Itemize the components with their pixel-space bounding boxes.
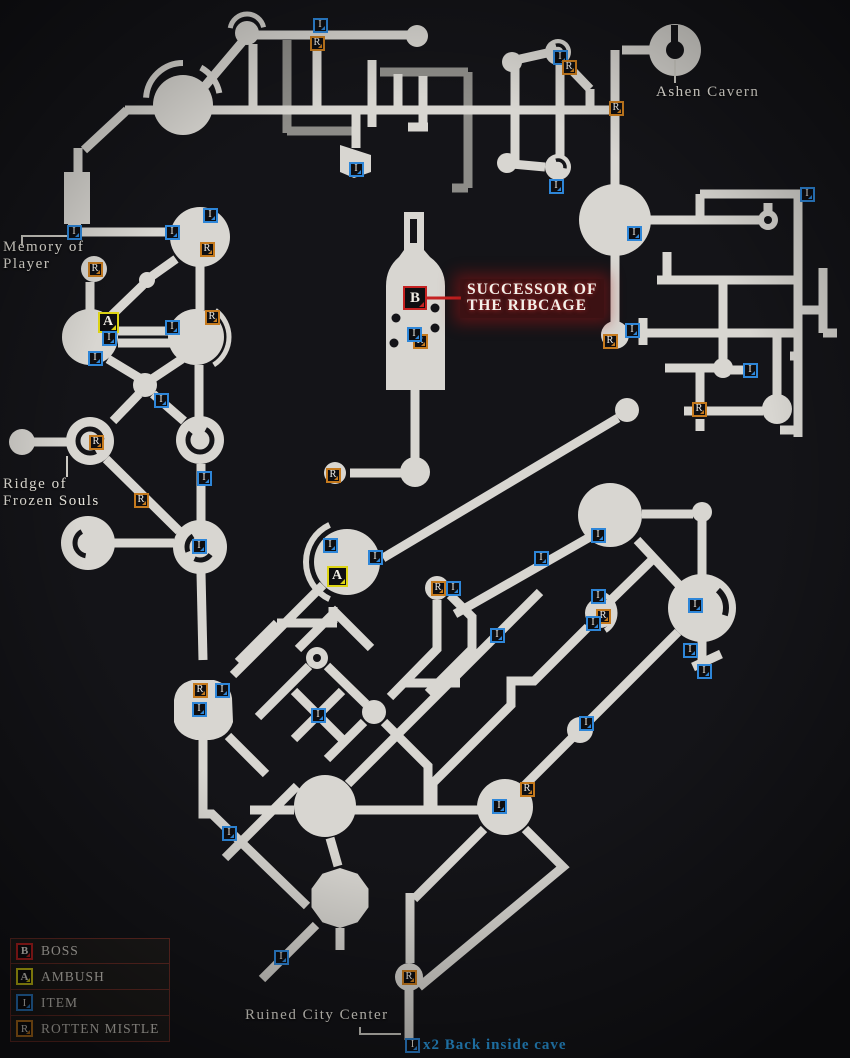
item-marker: I bbox=[322, 537, 338, 553]
item-marker: I bbox=[87, 350, 103, 366]
rotten-mistle-marker: R bbox=[133, 492, 149, 508]
rotten-mistle-marker: R bbox=[519, 781, 535, 797]
legend-label: ROTTEN MISTLE bbox=[41, 1020, 160, 1036]
item-marker: I bbox=[221, 825, 237, 841]
item-marker: I bbox=[696, 663, 712, 679]
item-marker: I bbox=[624, 322, 640, 338]
item-marker: I bbox=[682, 642, 698, 658]
item-marker: I bbox=[164, 319, 180, 335]
map-label-ruined-city-center: Ruined City Center bbox=[245, 1007, 389, 1023]
map-corridors bbox=[34, 30, 837, 1040]
legend-i-icon: I bbox=[16, 994, 33, 1011]
item-marker: I bbox=[489, 627, 505, 643]
rotten-mistle-marker: R bbox=[309, 35, 325, 51]
item-marker: I bbox=[687, 597, 703, 613]
legend-row-ambush: A AMBUSH bbox=[10, 964, 171, 990]
item-marker: I bbox=[153, 392, 169, 408]
ambush-marker: A bbox=[326, 565, 348, 587]
rotten-mistle-marker: R bbox=[602, 333, 618, 349]
item-marker: I bbox=[445, 580, 461, 596]
map-note-text: x2 Back inside cave bbox=[423, 1037, 567, 1053]
rotten-mistle-marker: R bbox=[401, 969, 417, 985]
rotten-mistle-marker: R bbox=[325, 467, 341, 483]
legend-row-boss: B BOSS bbox=[10, 938, 171, 964]
rotten-mistle-marker: R bbox=[691, 401, 707, 417]
item-marker: I bbox=[191, 701, 207, 717]
boss-marker: B bbox=[403, 286, 427, 310]
item-marker: I bbox=[66, 224, 82, 240]
map-legend: B BOSS A AMBUSH I ITEM R ROTTEN MISTLE bbox=[10, 938, 171, 1042]
item-icon: I bbox=[405, 1038, 420, 1053]
item-marker: I bbox=[101, 330, 117, 346]
item-marker: I bbox=[590, 527, 606, 543]
legend-label: ITEM bbox=[41, 994, 78, 1010]
item-marker: I bbox=[312, 17, 328, 33]
boss-callout: SUCCESSOR OF THE RIBCAGE bbox=[460, 279, 605, 318]
map-label-ashen-cavern: Ashen Cavern bbox=[656, 84, 760, 100]
item-marker: I bbox=[406, 326, 422, 342]
item-marker: I bbox=[578, 715, 594, 731]
item-marker: I bbox=[202, 207, 218, 223]
item-marker: I bbox=[548, 178, 564, 194]
rotten-mistle-marker: R bbox=[192, 682, 208, 698]
item-marker: I bbox=[273, 949, 289, 965]
map-label-memory-of-player: Memory of Player bbox=[3, 239, 85, 272]
legend-row-rotten-mistle: R ROTTEN MISTLE bbox=[10, 1016, 171, 1042]
map-rooms bbox=[9, 21, 792, 991]
rotten-mistle-marker: R bbox=[199, 241, 215, 257]
rotten-mistle-marker: R bbox=[561, 59, 577, 75]
item-marker: I bbox=[590, 588, 606, 604]
rotten-mistle-marker: R bbox=[430, 580, 446, 596]
legend-row-item: I ITEM bbox=[10, 990, 171, 1016]
legend-b-icon: B bbox=[16, 942, 33, 960]
rotten-mistle-marker: R bbox=[608, 100, 624, 116]
item-marker: I bbox=[626, 225, 642, 241]
ambush-marker: A bbox=[97, 311, 119, 333]
rotten-mistle-marker: R bbox=[204, 309, 220, 325]
map-label-ridge-of-frozen-souls: Ridge of Frozen Souls bbox=[3, 476, 100, 509]
item-marker: I bbox=[491, 798, 507, 814]
item-marker: I bbox=[164, 224, 180, 240]
item-marker: I bbox=[196, 470, 212, 486]
rotten-mistle-marker: R bbox=[88, 434, 104, 450]
item-marker: I bbox=[799, 186, 815, 202]
item-marker: I bbox=[585, 615, 601, 631]
legend-r-icon: R bbox=[16, 1020, 33, 1037]
item-marker: I bbox=[214, 682, 230, 698]
legend-label: BOSS bbox=[41, 943, 79, 958]
item-marker: I bbox=[533, 550, 549, 566]
legend-label: AMBUSH bbox=[41, 968, 105, 984]
legend-a-icon: A bbox=[16, 968, 33, 985]
item-marker: I bbox=[191, 538, 207, 554]
item-marker: I bbox=[310, 707, 326, 723]
item-marker: I bbox=[348, 161, 364, 177]
item-marker: I bbox=[367, 549, 383, 565]
rotten-mistle-marker: R bbox=[87, 261, 103, 277]
item-marker: I bbox=[742, 362, 758, 378]
map-note: I x2 Back inside cave bbox=[405, 1037, 567, 1054]
